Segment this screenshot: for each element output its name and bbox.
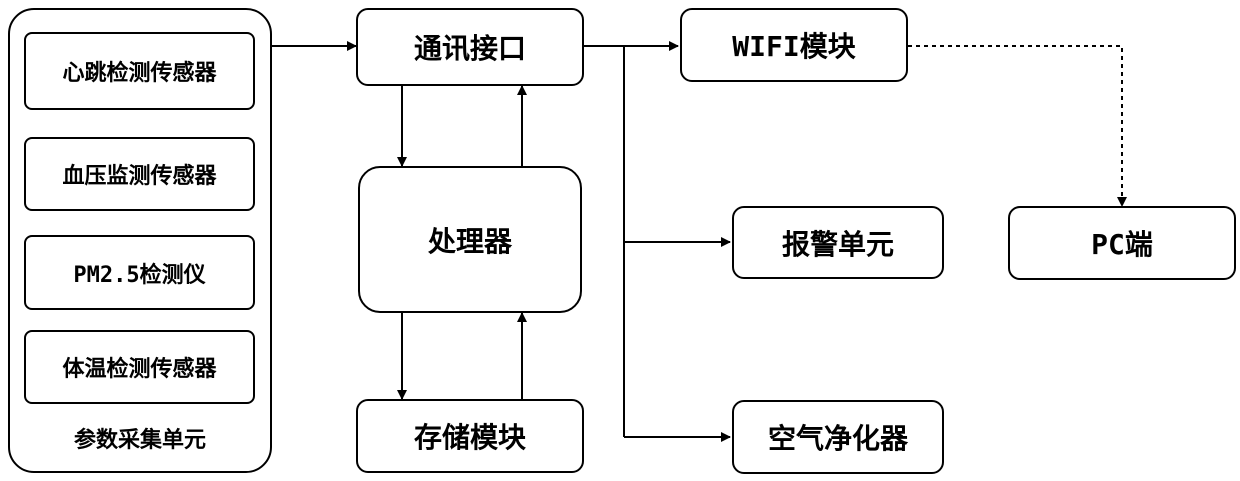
wifi-module-box: WIFI模块 bbox=[680, 8, 908, 82]
sensor-heartbeat: 心跳检测传感器 bbox=[24, 32, 255, 110]
sensor-blood-pressure: 血压监测传感器 bbox=[24, 137, 255, 211]
parameter-unit-container: 心跳检测传感器 血压监测传感器 PM2.5检测仪 体温检测传感器 参数采集单元 bbox=[8, 8, 272, 473]
dashed-arrow-wifi-to-pc bbox=[908, 46, 1122, 206]
air-purifier-label: 空气净化器 bbox=[768, 417, 908, 457]
air-purifier-box: 空气净化器 bbox=[732, 400, 944, 474]
processor-label: 处理器 bbox=[428, 220, 512, 260]
parameter-unit-title: 参数采集单元 bbox=[10, 422, 270, 454]
storage-module-label: 存储模块 bbox=[414, 416, 526, 456]
processor-box: 处理器 bbox=[358, 166, 582, 313]
alarm-unit-label: 报警单元 bbox=[782, 223, 894, 263]
pc-box: PC端 bbox=[1008, 206, 1236, 280]
sensor-body-temperature: 体温检测传感器 bbox=[24, 330, 255, 404]
alarm-unit-box: 报警单元 bbox=[732, 206, 944, 279]
wifi-module-label: WIFI模块 bbox=[732, 25, 855, 65]
pc-label: PC端 bbox=[1091, 223, 1153, 263]
communication-interface-label: 通讯接口 bbox=[414, 27, 526, 67]
sensor-pm25: PM2.5检测仪 bbox=[24, 235, 255, 310]
storage-module-box: 存储模块 bbox=[356, 399, 584, 473]
communication-interface-box: 通讯接口 bbox=[356, 8, 584, 86]
